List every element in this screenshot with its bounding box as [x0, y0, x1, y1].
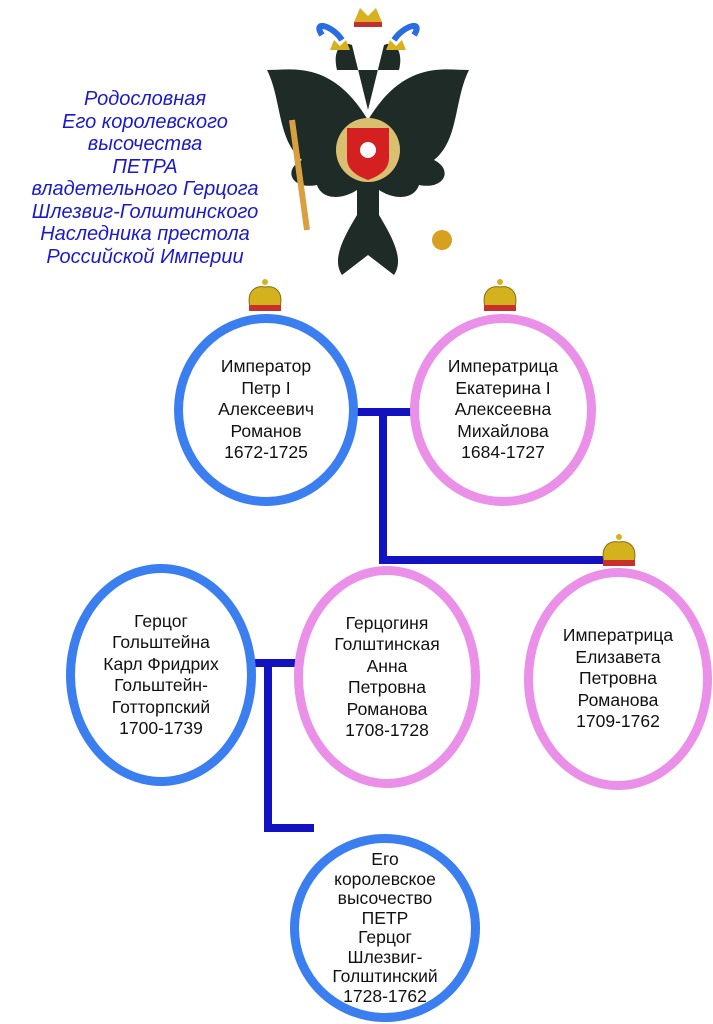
title-line: Его королевского	[62, 110, 228, 133]
person-line: ПЕТР	[361, 907, 409, 928]
person-line: Императрица	[447, 356, 559, 377]
person-line: Гольштейн-	[114, 675, 208, 695]
title-line: Родословная	[83, 88, 207, 110]
descent-connector	[379, 408, 387, 564]
descent-connector	[264, 824, 314, 832]
person-line: Герцог	[358, 927, 412, 947]
person-line: Голштинская	[334, 634, 440, 654]
person-line: Карл Фридрих	[103, 653, 219, 674]
person-line: Михайлова	[457, 420, 549, 441]
descent-connector	[379, 556, 609, 564]
title-line: высочества	[87, 133, 203, 155]
crown-icon	[483, 279, 517, 311]
title-line: Наследника престола	[40, 223, 250, 245]
double-headed-eagle-coat-of-arms-icon	[267, 8, 469, 275]
person-line: Герцогиня	[345, 612, 429, 633]
title-line: Шлезвиг-Голштинского	[31, 200, 259, 223]
person-line: 1672-1725	[224, 442, 308, 463]
person-line: Анна	[366, 655, 408, 676]
person-line: Шлезвиг-	[347, 946, 423, 967]
title-line: владетельного Герцога	[31, 178, 259, 200]
person-line: Елизавета	[575, 646, 661, 667]
genealogy-title: Родословная Его королевского высочества …	[0, 88, 290, 268]
crown-icon	[248, 279, 282, 311]
person-line: 1728-1762	[343, 985, 427, 1006]
person-line: Герцог	[134, 610, 188, 631]
title-line: Российской Империи	[46, 245, 244, 268]
person-line: Екатерина I	[455, 377, 551, 398]
person-line: Император	[220, 356, 312, 377]
person-line: 1684-1727	[461, 442, 545, 463]
person-line: Алексеевич	[218, 399, 314, 420]
person-line: Его	[371, 849, 399, 869]
person-line: Петровна	[348, 677, 426, 697]
title-line: ПЕТРА	[112, 155, 178, 178]
crown-icon	[602, 534, 636, 566]
descent-connector	[264, 659, 272, 832]
person-line: королевское	[334, 868, 436, 889]
person-line: Голштинский	[332, 966, 438, 986]
marriage-connector	[252, 659, 298, 667]
person-line: 1700-1739	[119, 718, 203, 738]
person-line: Романов	[230, 420, 302, 441]
person-line: Петровна	[579, 668, 657, 689]
person-line: Готторпский	[111, 696, 211, 717]
person-line: Петр I	[241, 377, 291, 398]
person-line: высочество	[337, 888, 433, 908]
person-line: Романова	[577, 689, 659, 710]
person-line: Романова	[346, 698, 428, 719]
person-line: Алексеевна	[454, 399, 552, 420]
person-line: 1708-1728	[345, 720, 429, 740]
person-line: 1709-1762	[576, 711, 660, 732]
person-line: Императрица	[562, 625, 674, 646]
person-line: Гольштейна	[112, 632, 210, 652]
